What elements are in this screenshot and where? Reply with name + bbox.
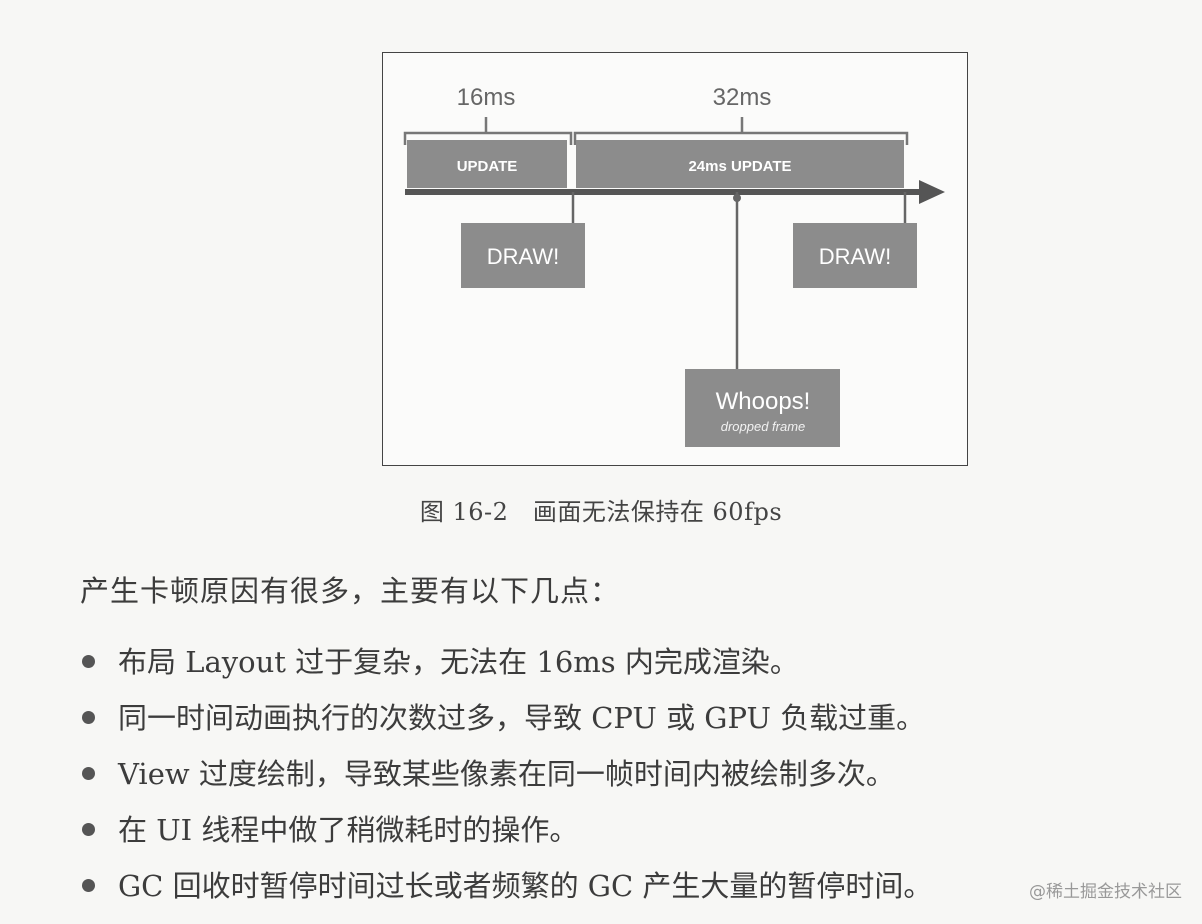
frame-timing-diagram: 16ms 32ms UPDATE 24ms UPDATE DRAW! DRAW!… bbox=[403, 84, 945, 447]
connector-dot bbox=[733, 194, 741, 202]
update-label-1: UPDATE bbox=[457, 158, 518, 175]
list-item: GC 回收时暂停时间过长或者频繁的 GC 产生大量的暂停时间。 bbox=[80, 862, 932, 918]
bracket-32ms bbox=[573, 117, 909, 145]
intro-text: 产生卡顿原因有很多，主要有以下几点： bbox=[80, 574, 621, 608]
update-box-2 bbox=[576, 140, 904, 188]
list-item-text: GC 回收时暂停时间过长或者频繁的 GC 产生大量的暂停时间。 bbox=[118, 869, 933, 903]
list-item-text: 布局 Layout 过于复杂，无法在 16ms 内完成渲染。 bbox=[118, 645, 799, 679]
list-item: 在 UI 线程中做了稍微耗时的操作。 bbox=[80, 806, 932, 862]
bullet-icon bbox=[82, 767, 95, 780]
whoops-box bbox=[685, 369, 840, 447]
whoops-subtitle: dropped frame bbox=[721, 419, 806, 434]
bullet-icon bbox=[82, 823, 95, 836]
watermark-text: @稀土掘金技术社区 bbox=[1029, 882, 1182, 902]
list-item-text: View 过度绘制，导致某些像素在同一帧时间内被绘制多次。 bbox=[118, 757, 895, 791]
list-item: 同一时间动画执行的次数过多，导致 CPU 或 GPU 负载过重。 bbox=[80, 694, 932, 750]
bracket-label-32ms: 32ms bbox=[713, 84, 772, 111]
bullet-icon bbox=[82, 711, 95, 724]
list-item: 布局 Layout 过于复杂，无法在 16ms 内完成渲染。 bbox=[80, 638, 932, 694]
whoops-title: Whoops! bbox=[716, 388, 811, 415]
bracket-label-16ms: 16ms bbox=[457, 84, 516, 111]
update-label-2: 24ms UPDATE bbox=[688, 158, 791, 175]
draw-label-2: DRAW! bbox=[819, 244, 892, 269]
list-item-text: 在 UI 线程中做了稍微耗时的操作。 bbox=[118, 813, 579, 847]
watermark: @稀土掘金技术社区 bbox=[1027, 877, 1184, 902]
draw-label-1: DRAW! bbox=[487, 244, 560, 269]
figure-caption: 图 16-2 画面无法保持在 60fps bbox=[419, 498, 783, 526]
timeline-arrow-icon bbox=[919, 180, 945, 204]
bullet-icon bbox=[82, 655, 95, 668]
list-item: View 过度绘制，导致某些像素在同一帧时间内被绘制多次。 bbox=[80, 750, 932, 806]
frame-timing-figure: 16ms 32ms UPDATE 24ms UPDATE DRAW! DRAW!… bbox=[382, 52, 968, 466]
bracket-16ms bbox=[403, 117, 573, 145]
draw-box-2 bbox=[793, 223, 917, 288]
list-item-text: 同一时间动画执行的次数过多，导致 CPU 或 GPU 负载过重。 bbox=[118, 701, 926, 735]
draw-box-1 bbox=[461, 223, 585, 288]
bullet-icon bbox=[82, 879, 95, 892]
cause-list: 布局 Layout 过于复杂，无法在 16ms 内完成渲染。 同一时间动画执行的… bbox=[80, 638, 932, 918]
update-box-1 bbox=[407, 140, 567, 188]
